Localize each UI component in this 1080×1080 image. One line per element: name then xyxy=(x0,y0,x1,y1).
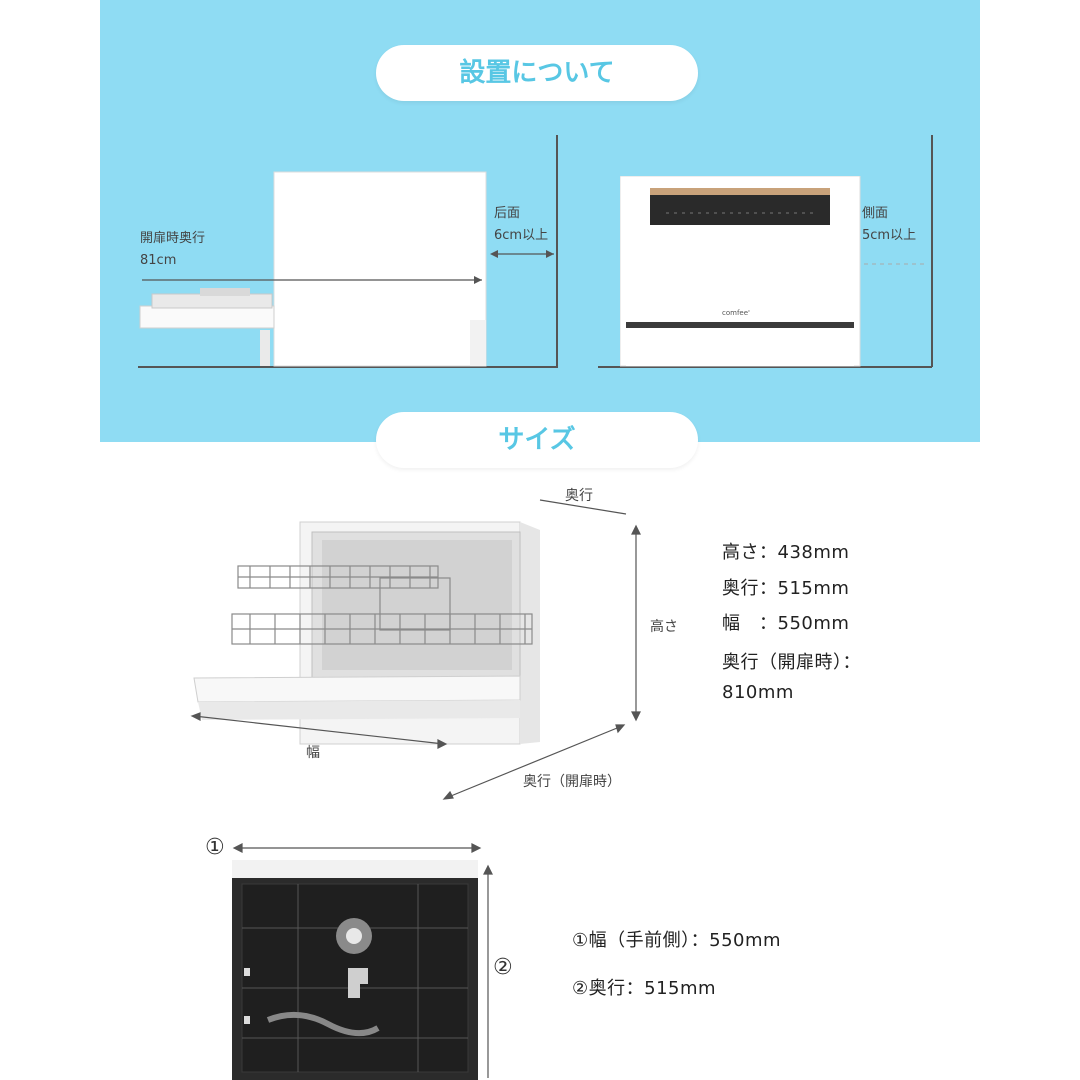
height-arrow-label: 高さ xyxy=(650,619,678,635)
bottom-spec-depth: ②奥行：515mm xyxy=(572,978,717,999)
rear-clearance-label-text: 后面 xyxy=(494,206,521,221)
open-depth-value: 81cm xyxy=(140,253,177,268)
dishwasher-side-view xyxy=(139,171,554,367)
spec-width: 幅 ：550mm xyxy=(722,613,850,634)
marker-2: ② xyxy=(493,955,513,980)
width-arrow-label: 幅 xyxy=(306,745,320,761)
marker-1: ① xyxy=(205,835,225,860)
side-clearance-label: 側面 5cm以上 xyxy=(862,203,916,247)
dishwasher-perspective-diagram xyxy=(190,499,641,800)
bottom-spec-width: ①幅（手前側）：550mm xyxy=(572,930,782,951)
side-clearance-label-text: 側面 xyxy=(862,206,889,221)
floor-line-right xyxy=(598,366,932,368)
spec-depth: 奥行：515mm xyxy=(722,578,850,599)
installation-title: 設置について xyxy=(376,45,698,101)
floor-line-left xyxy=(138,366,558,368)
open-depth-label-text: 開扉時奥行 xyxy=(140,231,206,246)
spec-open-depth-value: 810mm xyxy=(722,682,794,703)
rear-clearance-value: 6cm以上 xyxy=(494,228,549,243)
wall-line-left xyxy=(556,135,558,367)
side-clearance-value: 5cm以上 xyxy=(862,228,917,243)
depth-arrow-label: 奥行 xyxy=(565,488,593,504)
rear-clearance-label: 后面 6cm以上 xyxy=(494,203,548,247)
spec-height: 高さ：438mm xyxy=(722,542,850,563)
spec-open-depth-label: 奥行（開扉時）： xyxy=(722,652,861,673)
brand-logo: comfee' xyxy=(722,309,750,317)
dishwasher-bottom-view xyxy=(232,843,493,1080)
open-depth-arrow-label: 奥行（開扉時） xyxy=(523,774,621,790)
wall-line-right xyxy=(931,135,933,367)
size-title: サイズ xyxy=(376,412,698,468)
dishwasher-front-view: comfee' xyxy=(620,176,926,367)
open-depth-label: 開扉時奥行 81cm xyxy=(140,228,205,272)
